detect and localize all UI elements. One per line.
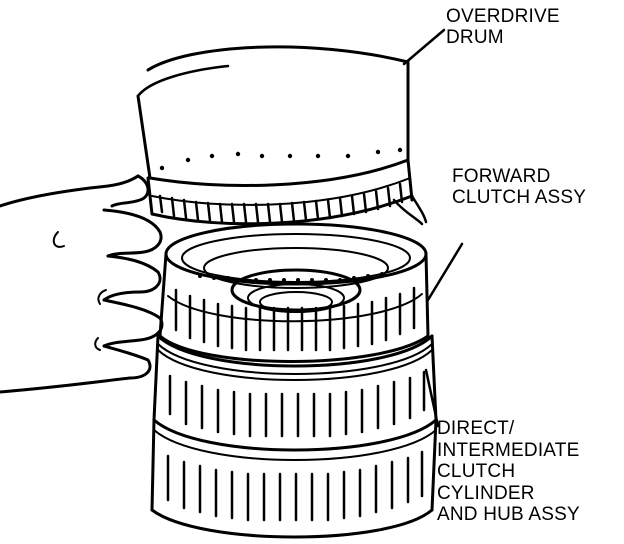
forward-clutch-dots xyxy=(198,272,384,282)
overdrive-drum xyxy=(136,45,414,226)
label-line: CYLINDER xyxy=(437,482,535,504)
drum-spline-teeth xyxy=(158,182,404,224)
label-line: DRUM xyxy=(446,27,504,48)
direct-clutch-slots xyxy=(166,370,426,522)
label-line: FORWARD xyxy=(452,166,551,187)
leader-forward-clutch xyxy=(426,242,464,302)
leader-lines xyxy=(402,28,464,428)
direct-intermediate-clutch-assy xyxy=(150,334,438,539)
leader-direct-clutch xyxy=(424,368,440,428)
label-overdrive-drum: OVERDRIVE DRUM xyxy=(446,6,560,48)
label-direct-intermediate-clutch: DIRECT/ INTERMEDIATE CLUTCH CYLINDER AND… xyxy=(437,418,580,526)
label-line: INTERMEDIATE xyxy=(437,439,580,461)
label-line: DIRECT/ xyxy=(437,418,515,439)
leader-overdrive-drum xyxy=(402,28,446,66)
label-line: CLUTCH xyxy=(437,461,516,482)
label-line: CLUTCH ASSY xyxy=(452,187,587,208)
forward-clutch-assy xyxy=(158,222,430,363)
label-line: AND HUB ASSY xyxy=(437,504,580,525)
drum-holes xyxy=(159,147,403,171)
label-line: OVERDRIVE xyxy=(446,6,560,27)
forward-clutch-slots xyxy=(174,286,416,352)
label-forward-clutch-assy: FORWARD CLUTCH ASSY xyxy=(452,166,586,208)
